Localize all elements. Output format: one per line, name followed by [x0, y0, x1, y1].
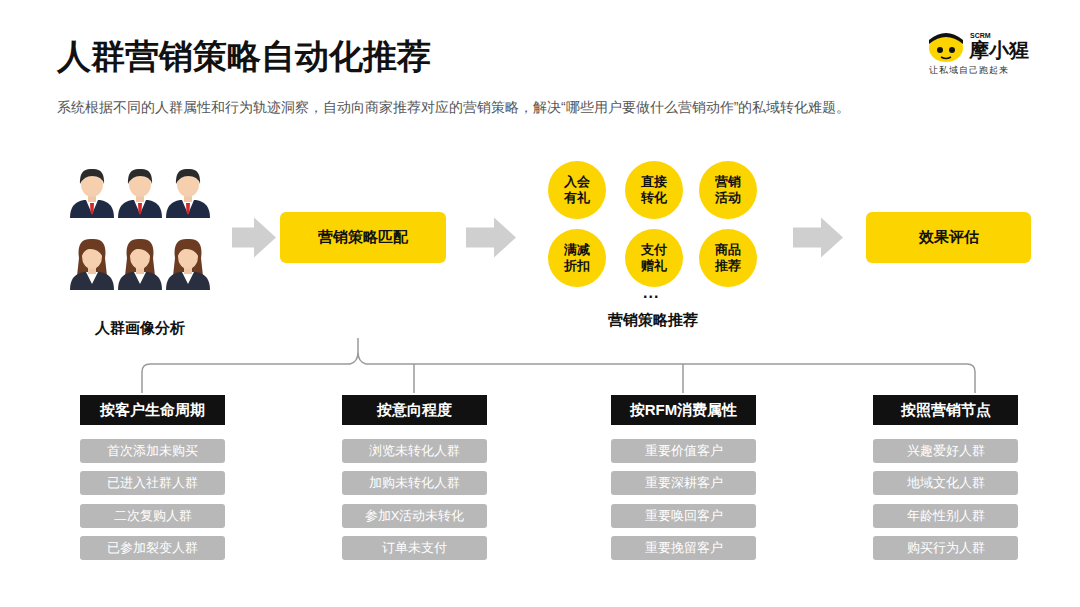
node-text: 订单未支付	[382, 539, 447, 557]
category-item: 已参加裂变人群	[80, 536, 225, 560]
node-text: 按客户生命周期	[100, 401, 205, 420]
category-item: 地域文化人群	[873, 471, 1018, 495]
node-text: 已参加裂变人群	[107, 539, 198, 557]
node-text: 效果评估	[919, 228, 979, 247]
node-text: 直接 转化	[640, 174, 667, 207]
category-bracket	[142, 338, 975, 393]
flow-arrow	[793, 218, 843, 258]
strategy-circle: 支付 赠礼	[625, 229, 683, 287]
category-item: 参加X活动未转化	[342, 504, 487, 528]
node-text: 按RFM消费属性	[630, 401, 738, 420]
node-text: 重要唤回客户	[645, 507, 723, 525]
node-text: 支付 赠礼	[640, 242, 667, 275]
category-item: 已进入社群人群	[80, 471, 225, 495]
strategy-circle: 入会 有礼	[548, 161, 606, 219]
flow-arrow	[466, 218, 516, 258]
category-item: 重要价值客户	[611, 439, 756, 463]
logo-slogan: 让私域自己跑起来	[929, 64, 1009, 77]
category-item: 二次复购人群	[80, 504, 225, 528]
page-title: 人群营销策略自动化推荐	[57, 34, 431, 80]
category-item: 兴趣爱好人群	[873, 439, 1018, 463]
logo-tag: SCRM	[970, 32, 991, 39]
node-text: 重要价值客户	[645, 442, 723, 460]
logo-icon	[929, 33, 963, 62]
node-text: 已进入社群人群	[107, 474, 198, 492]
strategy-circle: 商品 推荐	[699, 229, 757, 287]
node-text: 加购未转化人群	[369, 474, 460, 492]
process-box: 营销策略匹配	[280, 212, 446, 263]
category-item: 订单未支付	[342, 536, 487, 560]
group-label: 营销策略推荐	[536, 311, 770, 330]
node-text: 按照营销节点	[901, 401, 991, 420]
category-item: 年龄性别人群	[873, 504, 1018, 528]
node-text: 年龄性别人群	[907, 507, 985, 525]
category-header: 按RFM消费属性	[611, 395, 756, 425]
node-text: 兴趣爱好人群	[907, 442, 985, 460]
node-text: 入会 有礼	[563, 174, 590, 207]
category-item: 加购未转化人群	[342, 471, 487, 495]
ellipsis-mark: ...	[643, 284, 659, 302]
people-illustration	[70, 169, 210, 290]
group-region: 营销策略推荐 入会 有礼 直接 转化 营销 活动满减 折扣 支付 赠礼 商品 推荐	[536, 158, 770, 330]
group-region: 人群画像分析	[52, 160, 228, 338]
category-header: 按意向程度	[342, 395, 487, 425]
category-header: 按照营销节点	[873, 395, 1018, 425]
category-item: 浏览未转化人群	[342, 439, 487, 463]
group-label: 人群画像分析	[52, 319, 228, 338]
node-text: 地域文化人群	[907, 474, 985, 492]
category-item: 重要挽留客户	[611, 536, 756, 560]
node-text: 营销 活动	[714, 174, 741, 207]
node-text: 购买行为人群	[907, 539, 985, 557]
category-item: 购买行为人群	[873, 536, 1018, 560]
strategy-circle: 营销 活动	[699, 161, 757, 219]
node-text: 重要挽留客户	[645, 539, 723, 557]
flow-arrow	[232, 218, 276, 258]
node-text: 二次复购人群	[114, 507, 192, 525]
process-box: 效果评估	[866, 212, 1031, 263]
logo-name: 摩小猩	[969, 37, 1029, 64]
strategy-circle: 满减 折扣	[548, 229, 606, 287]
page-caption: 系统根据不同的人群属性和行为轨迹洞察，自动向商家推荐对应的营销策略，解决“哪些用…	[57, 99, 850, 117]
node-text: 按意向程度	[377, 401, 452, 420]
strategy-circle: 直接 转化	[625, 161, 683, 219]
node-text: 营销策略匹配	[318, 228, 408, 247]
node-text: 满减 折扣	[563, 242, 590, 275]
category-item: 重要深耕客户	[611, 471, 756, 495]
node-text: 浏览未转化人群	[369, 442, 460, 460]
category-item: 首次添加未购买	[80, 439, 225, 463]
category-header: 按客户生命周期	[80, 395, 225, 425]
node-text: 首次添加未购买	[107, 442, 198, 460]
category-item: 重要唤回客户	[611, 504, 756, 528]
node-text: 参加X活动未转化	[365, 507, 465, 525]
node-text: 商品 推荐	[714, 242, 741, 275]
node-text: 重要深耕客户	[645, 474, 723, 492]
